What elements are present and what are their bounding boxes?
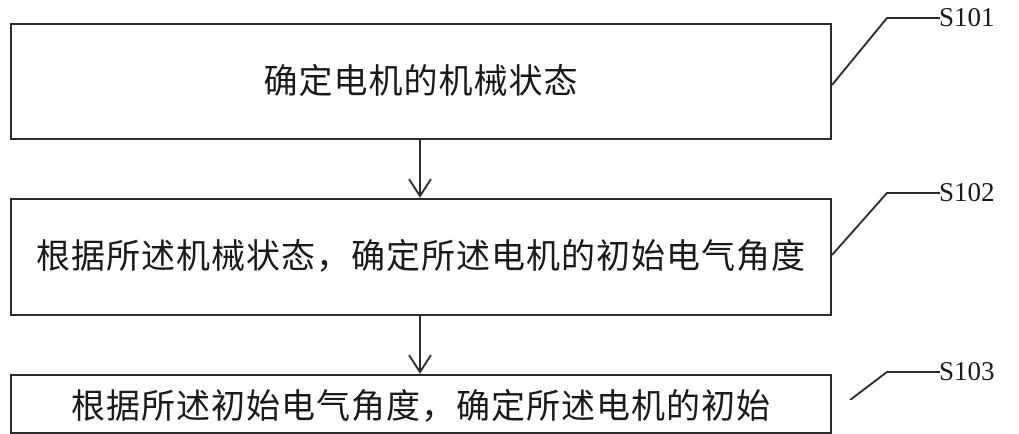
step-box-s102: 根据所述机械状态，确定所述电机的初始电气角度: [10, 198, 832, 316]
step-text-s101: 确定电机的机械状态: [263, 61, 579, 102]
step-label-s103: S103: [939, 356, 995, 386]
leader-line-s102: [831, 192, 940, 256]
leader-line-s101: [831, 17, 940, 86]
step-box-s103: 根据所述初始电气角度，确定所述电机的初始: [10, 374, 832, 434]
leader-line-s103: [849, 371, 940, 400]
step-text-s103: 根据所述初始电气角度，确定所述电机的初始: [71, 387, 771, 427]
step-box-s101: 确定电机的机械状态: [10, 23, 832, 140]
arrowhead-s102: [408, 178, 432, 198]
step-label-s101: S101: [939, 2, 995, 32]
step-text-s102: 根据所述机械状态，确定所述电机的初始电气角度: [36, 237, 806, 277]
step-label-s102: S102: [939, 177, 995, 207]
arrowhead-s103: [408, 354, 432, 374]
flowchart-connectors: [408, 17, 940, 400]
